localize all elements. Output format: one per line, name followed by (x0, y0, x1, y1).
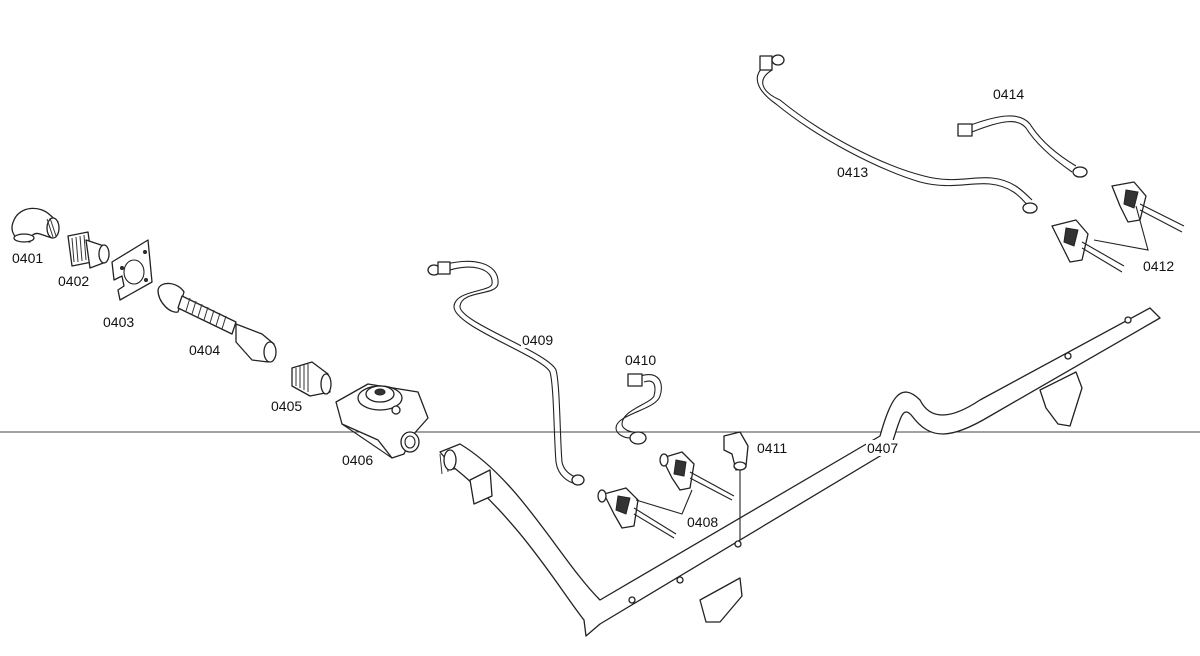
label-0408: 0408 (686, 514, 720, 530)
part-0412-valve-a (1111, 181, 1185, 233)
label-0405: 0405 (270, 398, 304, 414)
part-0408-valve-b (597, 487, 677, 539)
leader-0412 (1093, 205, 1149, 251)
label-0410: 0410 (624, 352, 658, 368)
label-0413: 0413 (836, 164, 870, 180)
part-0408-valve-a (659, 451, 735, 501)
label-0412: 0412 (1142, 258, 1176, 274)
label-0414: 0414 (992, 86, 1026, 102)
part-0403-bracket (111, 239, 153, 301)
part-0406-regulator (335, 383, 429, 459)
part-0404-flex-hose (157, 282, 277, 363)
label-0402: 0402 (57, 273, 91, 289)
label-0411: 0411 (756, 440, 789, 456)
label-0407: 0407 (866, 440, 900, 456)
label-0409: 0409 (521, 332, 555, 348)
label-0404: 0404 (188, 342, 222, 358)
part-0412-valve-b (1051, 219, 1125, 273)
label-0401: 0401 (11, 250, 45, 266)
label-0406: 0406 (341, 452, 375, 468)
part-0413-tube (756, 54, 1038, 214)
part-0407-manifold (439, 307, 1161, 637)
part-0409-tube (427, 260, 585, 486)
part-0402-adapter (67, 231, 110, 269)
part-0401-elbow (11, 207, 60, 243)
part-0414-tube (957, 115, 1088, 178)
part-0405-nipple (291, 361, 332, 397)
part-0411-elbow (723, 431, 749, 540)
part-0410-tube (615, 373, 662, 445)
leader-0408 (635, 489, 693, 515)
label-0403: 0403 (102, 314, 136, 330)
